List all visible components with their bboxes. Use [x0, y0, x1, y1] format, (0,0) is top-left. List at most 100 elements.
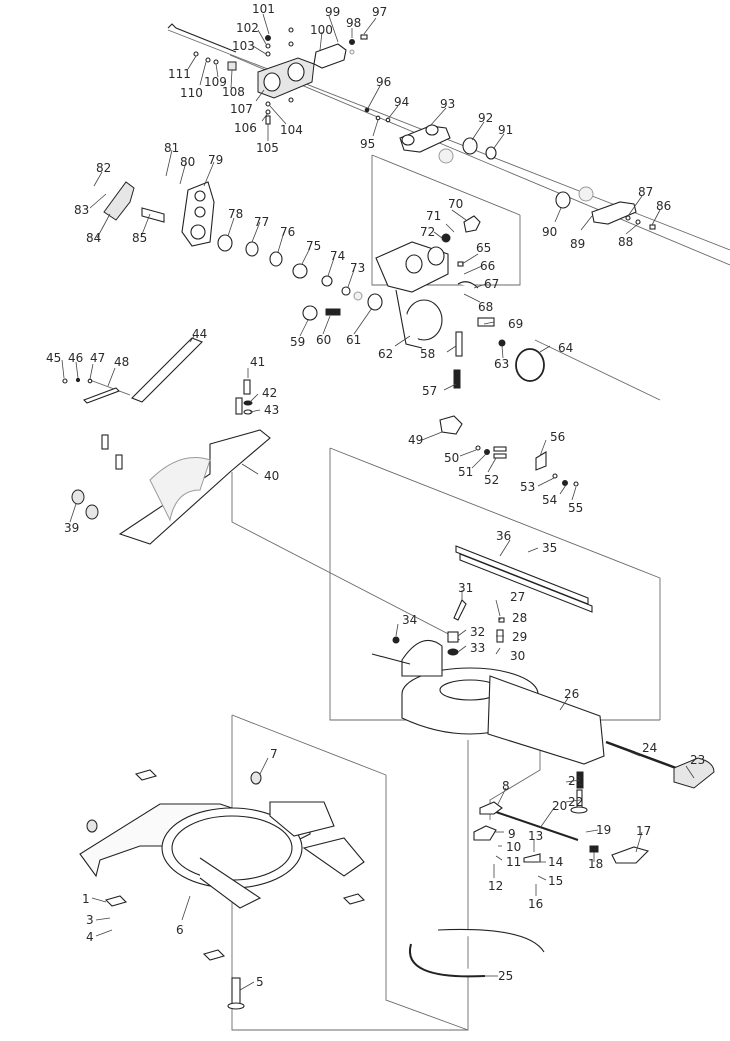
- part-label-104: 104: [280, 123, 303, 137]
- part-label-42: 42: [262, 386, 277, 400]
- part-label-71: 71: [426, 209, 441, 223]
- part-label-21: 21: [568, 774, 583, 788]
- part-label-52: 52: [484, 473, 499, 487]
- part-label-80: 80: [180, 155, 195, 169]
- part-label-50: 50: [444, 451, 459, 465]
- part-label-41: 41: [250, 355, 265, 369]
- part-label-87: 87: [638, 185, 653, 199]
- part-label-78: 78: [228, 207, 243, 221]
- part-label-68: 68: [478, 300, 493, 314]
- part-number-labels: 1345678910111213141516171819202122232425…: [46, 2, 705, 989]
- part-label-93: 93: [440, 97, 455, 111]
- part-label-110: 110: [180, 86, 203, 100]
- part-label-40: 40: [264, 469, 279, 483]
- part-label-54: 54: [542, 493, 557, 507]
- part-label-6: 6: [176, 923, 184, 937]
- part-label-86: 86: [656, 199, 671, 213]
- part-label-10: 10: [506, 840, 521, 854]
- part-label-96: 96: [376, 75, 391, 89]
- part-label-91: 91: [498, 123, 513, 137]
- part-label-107: 107: [230, 102, 253, 116]
- part-label-5: 5: [256, 975, 264, 989]
- part-label-51: 51: [458, 465, 473, 479]
- part-label-85: 85: [132, 231, 147, 245]
- part-label-12: 12: [488, 879, 503, 893]
- part-label-95: 95: [360, 137, 375, 151]
- part-label-88: 88: [618, 235, 633, 249]
- part-label-25: 25: [498, 969, 513, 983]
- part-label-43: 43: [264, 403, 279, 417]
- part-label-100: 100: [310, 23, 333, 37]
- assembly-guide-lines: [89, 29, 730, 1031]
- part-label-26: 26: [564, 687, 579, 701]
- part-label-1: 1: [82, 892, 90, 906]
- part-label-62: 62: [378, 347, 393, 361]
- part-label-11: 11: [506, 855, 521, 869]
- part-label-7: 7: [270, 747, 278, 761]
- part-label-102: 102: [236, 21, 259, 35]
- part-label-63: 63: [494, 357, 509, 371]
- part-label-67: 67: [484, 277, 499, 291]
- part-label-84: 84: [86, 231, 101, 245]
- part-label-106: 106: [234, 121, 257, 135]
- part-label-64: 64: [558, 341, 573, 355]
- part-label-9: 9: [508, 827, 516, 841]
- part-label-103: 103: [232, 39, 255, 53]
- part-label-33: 33: [470, 641, 485, 655]
- part-label-17: 17: [636, 824, 651, 838]
- part-label-36: 36: [496, 529, 511, 543]
- part-label-105: 105: [256, 141, 279, 155]
- part-label-97: 97: [372, 5, 387, 19]
- part-label-73: 73: [350, 261, 365, 275]
- part-label-22: 22: [568, 795, 583, 809]
- part-shapes: [62, 23, 715, 1010]
- part-label-46: 46: [68, 351, 83, 365]
- part-label-101: 101: [252, 2, 275, 16]
- part-label-94: 94: [394, 95, 409, 109]
- part-label-23: 23: [690, 753, 705, 767]
- part-label-82: 82: [96, 161, 111, 175]
- part-label-111: 111: [168, 67, 191, 81]
- part-label-30: 30: [510, 649, 525, 663]
- part-label-4: 4: [86, 930, 94, 944]
- part-label-47: 47: [90, 351, 105, 365]
- part-label-77: 77: [254, 215, 269, 229]
- part-label-24: 24: [642, 741, 657, 755]
- part-label-61: 61: [346, 333, 361, 347]
- part-label-28: 28: [512, 611, 527, 625]
- part-label-99: 99: [325, 5, 340, 19]
- part-label-27: 27: [510, 590, 525, 604]
- part-label-8: 8: [502, 779, 510, 793]
- part-label-92: 92: [478, 111, 493, 125]
- part-label-16: 16: [528, 897, 543, 911]
- part-label-29: 29: [512, 630, 527, 644]
- part-label-49: 49: [408, 433, 423, 447]
- part-label-81: 81: [164, 141, 179, 155]
- part-label-90: 90: [542, 225, 557, 239]
- part-label-108: 108: [222, 85, 245, 99]
- part-label-75: 75: [306, 239, 321, 253]
- part-label-109: 109: [204, 75, 227, 89]
- part-label-72: 72: [420, 225, 435, 239]
- part-label-14: 14: [548, 855, 563, 869]
- part-label-98: 98: [346, 16, 361, 30]
- part-label-66: 66: [480, 259, 495, 273]
- part-label-20: 20: [552, 799, 567, 813]
- part-label-31: 31: [458, 581, 473, 595]
- part-label-34: 34: [402, 613, 417, 627]
- part-label-53: 53: [520, 480, 535, 494]
- part-label-13: 13: [528, 829, 543, 843]
- part-label-60: 60: [316, 333, 331, 347]
- part-label-48: 48: [114, 355, 129, 369]
- part-label-57: 57: [422, 384, 437, 398]
- part-label-39: 39: [64, 521, 79, 535]
- part-label-55: 55: [568, 501, 583, 515]
- part-label-3: 3: [86, 913, 94, 927]
- part-label-32: 32: [470, 625, 485, 639]
- part-label-35: 35: [542, 541, 557, 555]
- part-label-15: 15: [548, 874, 563, 888]
- part-label-44: 44: [192, 327, 207, 341]
- part-label-70: 70: [448, 197, 463, 211]
- part-label-58: 58: [420, 347, 435, 361]
